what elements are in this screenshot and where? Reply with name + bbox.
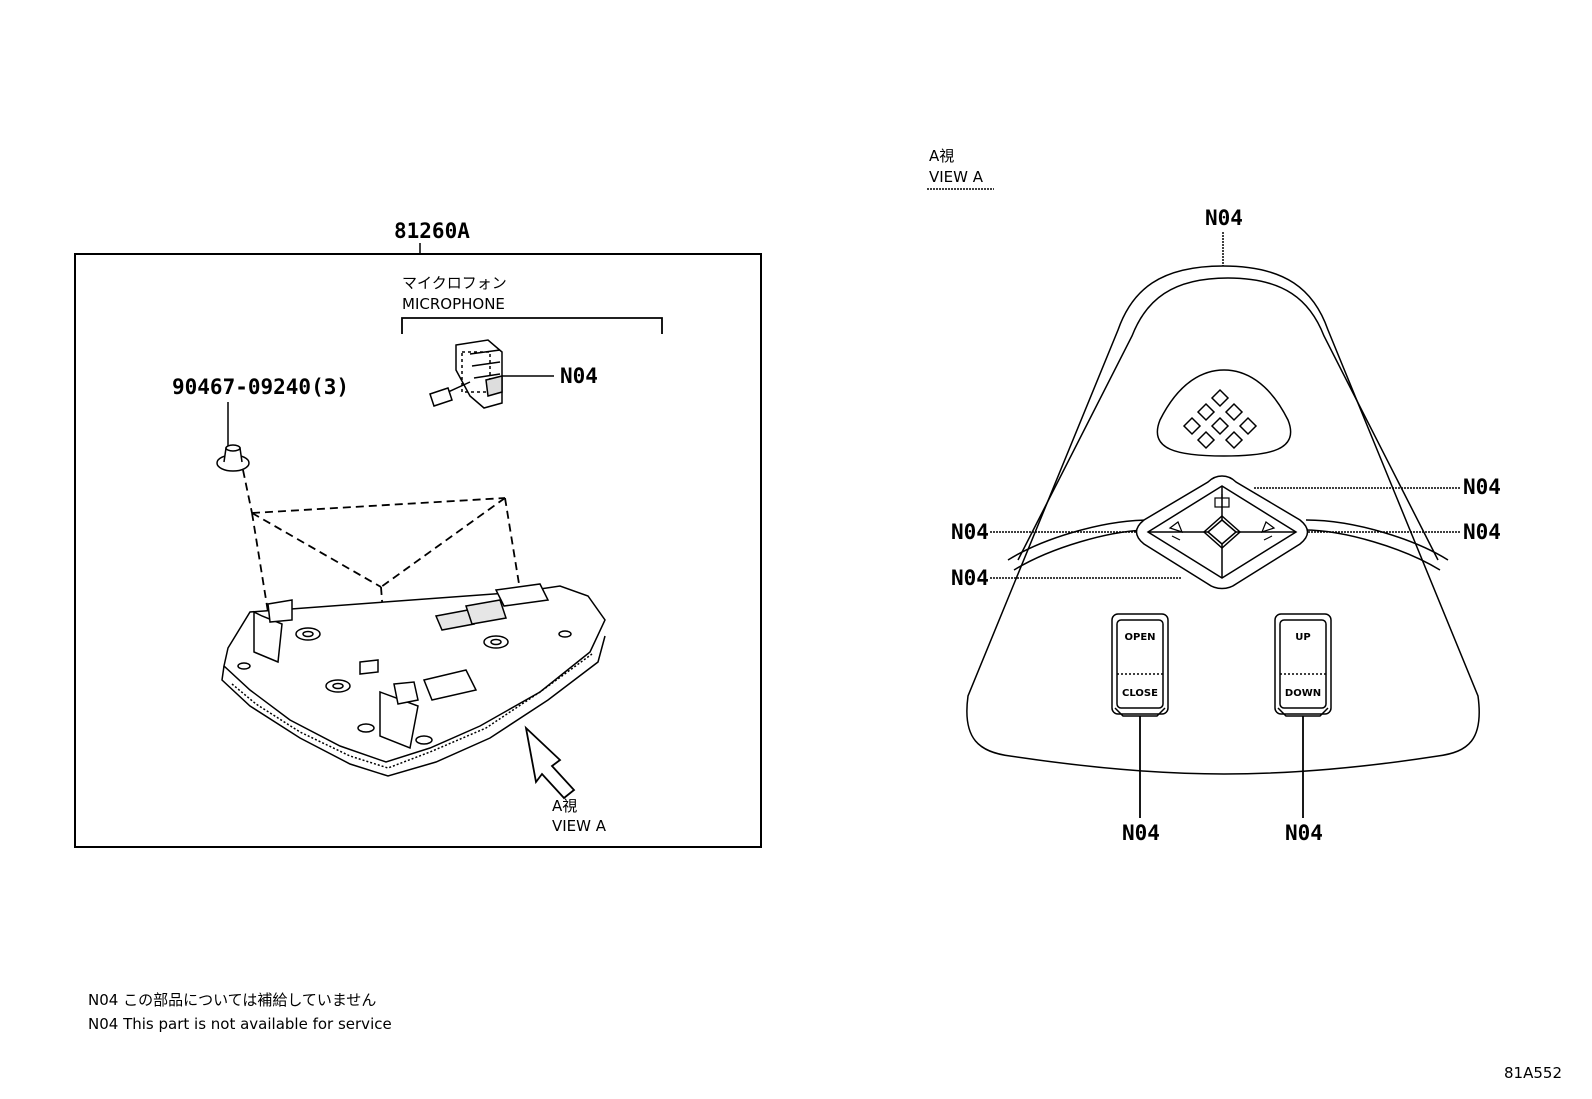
microphone-part bbox=[429, 339, 554, 409]
view-a-title-en: VIEW A bbox=[929, 168, 984, 186]
microphone-grille-icon bbox=[1182, 388, 1258, 450]
map-lamp-switch-cluster bbox=[1135, 475, 1309, 590]
microphone-callout: N04 bbox=[560, 364, 598, 388]
figure-id: 81A552 bbox=[1504, 1064, 1562, 1082]
switch-down-label: DOWN bbox=[1285, 688, 1321, 699]
screw-part-number: 90467-09240(3) bbox=[172, 375, 349, 399]
callout-bottom-right: N04 bbox=[1285, 821, 1323, 845]
note-en: N04 This part is not available for servi… bbox=[88, 1015, 392, 1033]
callout-top: N04 bbox=[1205, 206, 1243, 230]
overhead-console-housing bbox=[221, 583, 606, 777]
callout-right-lower: N04 bbox=[1463, 520, 1501, 544]
view-a-panel: A視 VIEW A N04 bbox=[927, 147, 1501, 845]
left-map-lamp-icon bbox=[1168, 521, 1184, 541]
switch-close-label: CLOSE bbox=[1122, 688, 1158, 699]
microphone-bracket bbox=[401, 317, 663, 334]
view-a-title-jp: A視 bbox=[929, 147, 954, 165]
notes: N04 この部品については補給していません N04 This part is n… bbox=[88, 991, 392, 1033]
view-arrow-label-jp: A視 bbox=[552, 797, 577, 815]
assembly-part-number: 81260A bbox=[394, 219, 470, 243]
microphone-label-jp: マイクロフォン bbox=[402, 274, 507, 292]
callout-left-lower: N04 bbox=[951, 566, 989, 590]
view-a-arrow-icon bbox=[524, 725, 576, 800]
callout-right-upper: N04 bbox=[1463, 475, 1501, 499]
right-map-lamp-icon bbox=[1260, 521, 1276, 541]
sunroof-switch bbox=[1111, 613, 1169, 717]
switch-open-label: OPEN bbox=[1124, 632, 1155, 643]
note-jp: N04 この部品については補給していません bbox=[88, 991, 376, 1009]
callout-bottom-left: N04 bbox=[1122, 821, 1160, 845]
switch-up-label: UP bbox=[1295, 632, 1310, 643]
assembly-panel: 81260A マイクロフォン MICROPHONE N04 90467-0924… bbox=[74, 219, 762, 848]
screw-icon bbox=[216, 444, 250, 472]
microphone-label-en: MICROPHONE bbox=[402, 295, 505, 313]
tilt-switch bbox=[1274, 613, 1332, 717]
callout-left-upper: N04 bbox=[951, 520, 989, 544]
assembly-frame bbox=[74, 253, 762, 848]
view-arrow-label-en: VIEW A bbox=[552, 817, 607, 835]
dome-lamp-icon bbox=[1214, 494, 1230, 508]
